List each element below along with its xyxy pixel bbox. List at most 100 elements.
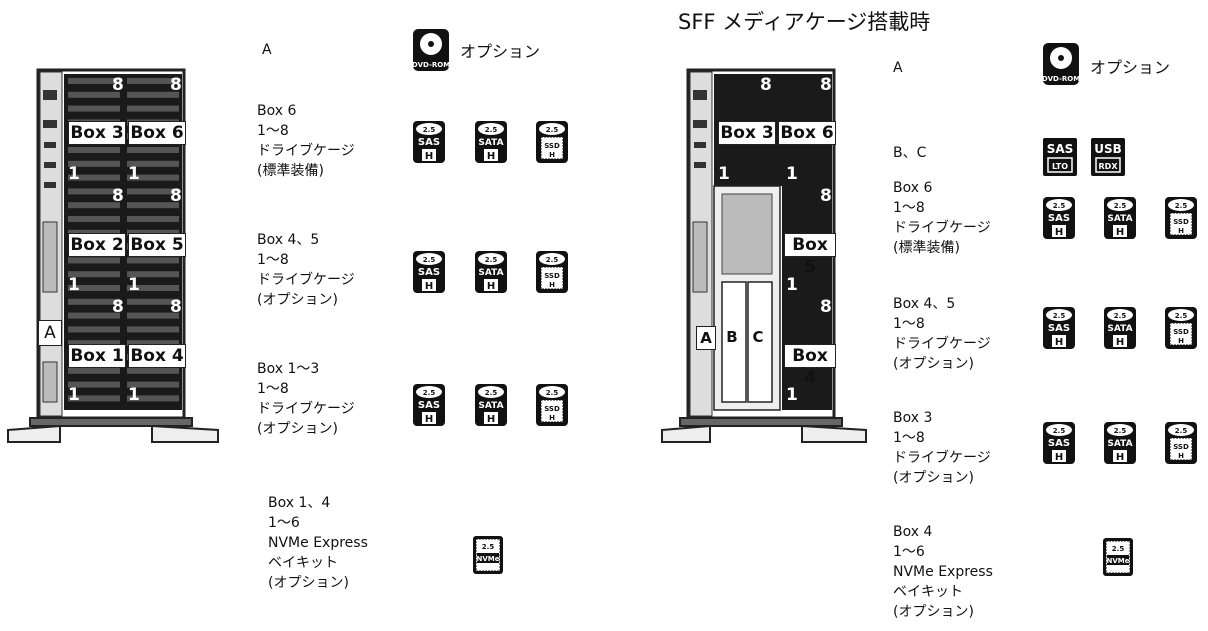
svg-text:SAS: SAS <box>1048 438 1070 449</box>
sata-drive-icon: 2.5 SATA H <box>475 251 507 293</box>
svg-text:SSD: SSD <box>544 272 560 280</box>
sata-drive-icon: 2.5 SATA H <box>1104 307 1136 349</box>
svg-text:H: H <box>487 414 495 425</box>
svg-text:SAS: SAS <box>418 400 440 411</box>
svg-text:2.5: 2.5 <box>1175 202 1188 210</box>
svg-text:USB: USB <box>1094 142 1122 156</box>
ssd-drive-icon: 2.5 SSD H <box>1165 422 1197 464</box>
svg-text:H: H <box>425 281 433 292</box>
drive-slot <box>127 216 179 222</box>
right-slot-num: 1 <box>718 164 730 184</box>
left-entry-label: Box 1～3 1～8 ドライブケージ (オプション) <box>257 361 355 437</box>
drive-slot <box>68 395 120 402</box>
option-label: オプション <box>1090 58 1171 77</box>
svg-text:H: H <box>1116 337 1124 348</box>
svg-text:SATA: SATA <box>478 138 503 148</box>
drive-slot <box>127 202 179 209</box>
svg-text:2.5: 2.5 <box>1175 427 1188 435</box>
left-entry-label: Box 1、4 1～6 NVMe Express ベイキット (オプション) <box>268 495 368 591</box>
left-entry-label: Box 4、5 1～8 ドライブケージ (オプション) <box>257 232 355 308</box>
svg-text:H: H <box>549 281 555 289</box>
drive-slot <box>68 91 120 98</box>
dvd-rom-icon: DVD-ROM <box>1042 43 1080 85</box>
svg-text:RDX: RDX <box>1099 162 1119 171</box>
svg-text:H: H <box>1116 452 1124 463</box>
drive-slot <box>68 298 120 305</box>
left-slot-num: 8 <box>170 297 182 317</box>
drive-slot <box>127 326 179 333</box>
drive-slot <box>127 160 179 167</box>
right-entry-label: A <box>893 60 903 76</box>
left-bay-a-label: A <box>38 320 62 346</box>
right-slot-num: 1 <box>786 385 798 405</box>
drive-slot <box>68 381 120 388</box>
left-entry-label: Box 6 1～8 ドライブケージ (標準装備) <box>257 103 355 179</box>
svg-text:SATA: SATA <box>478 401 503 411</box>
svg-text:H: H <box>487 281 495 292</box>
drive-slot <box>127 174 179 181</box>
drive-slot <box>127 78 179 84</box>
right-entry-label: Box 4 1～6 NVMe Express ベイキット (オプション) <box>893 524 993 620</box>
left-slot-num: 8 <box>112 297 124 317</box>
ssd-drive-icon: 2.5 SSD H <box>1165 197 1197 239</box>
sata-drive-icon: 2.5 SATA H <box>475 384 507 426</box>
left-entry-label: A <box>262 42 272 58</box>
svg-text:SAS: SAS <box>418 137 440 148</box>
left-slot-num: 8 <box>112 75 124 95</box>
svg-text:H: H <box>1178 337 1184 345</box>
drive-slot <box>127 105 179 112</box>
drive-slot <box>68 188 120 195</box>
right-slot-num: 1 <box>786 275 798 295</box>
svg-text:2.5: 2.5 <box>423 126 436 134</box>
svg-text:SAS: SAS <box>1048 213 1070 224</box>
svg-text:2.5: 2.5 <box>1053 427 1066 435</box>
svg-text:H: H <box>425 414 433 425</box>
svg-text:2.5: 2.5 <box>546 389 559 397</box>
right-bay-c-label: C <box>752 328 764 346</box>
drive-slot <box>68 174 120 181</box>
sas-drive-icon: 2.5 SAS H <box>413 251 445 293</box>
right-bay-a-label: A <box>696 326 716 350</box>
drive-slot <box>68 271 120 278</box>
svg-text:SATA: SATA <box>478 268 503 278</box>
drive-slot <box>68 326 120 333</box>
left-slot-num: 1 <box>68 385 80 405</box>
option-label: オプション <box>460 42 541 61</box>
drive-slot <box>68 257 120 264</box>
ssd-drive-icon: 2.5 SSD H <box>536 251 568 293</box>
ssd-drive-icon: 2.5 SSD H <box>536 384 568 426</box>
left-slot-num: 1 <box>68 164 80 184</box>
svg-text:SSD: SSD <box>544 142 560 150</box>
svg-text:DVD-ROM: DVD-ROM <box>1042 75 1080 83</box>
svg-text:NVMe: NVMe <box>1107 557 1130 565</box>
right-box-label: Box 4 <box>784 344 836 388</box>
svg-text:SATA: SATA <box>1107 324 1132 334</box>
svg-text:2.5: 2.5 <box>1053 312 1066 320</box>
drive-slot <box>68 229 120 236</box>
drive-slot <box>127 229 179 236</box>
sata-drive-icon: 2.5 SATA H <box>1104 197 1136 239</box>
svg-text:H: H <box>1178 452 1184 460</box>
left-box-label: Box 6 <box>128 121 186 145</box>
drive-slot <box>68 285 120 291</box>
drive-slot <box>68 105 120 112</box>
drive-slot <box>127 381 179 388</box>
drive-slot <box>127 271 179 278</box>
drive-slot <box>68 216 120 222</box>
svg-text:2.5: 2.5 <box>485 126 498 134</box>
drive-slot <box>127 91 179 98</box>
drive-slot <box>68 202 120 209</box>
ssd-drive-icon: 2.5 SSD H <box>536 121 568 163</box>
drive-slot <box>127 298 179 305</box>
drive-slot <box>68 147 120 153</box>
drive-slot <box>127 257 179 264</box>
svg-text:2.5: 2.5 <box>1053 202 1066 210</box>
svg-text:2.5: 2.5 <box>485 256 498 264</box>
svg-text:SAS: SAS <box>1047 142 1074 156</box>
sas-drive-icon: 2.5 SAS H <box>413 384 445 426</box>
svg-text:SATA: SATA <box>1107 214 1132 224</box>
right-slot-num: 8 <box>760 75 772 95</box>
sas-drive-icon: 2.5 SAS H <box>413 121 445 163</box>
right-slot-num: 8 <box>820 297 832 317</box>
svg-text:SATA: SATA <box>1107 439 1132 449</box>
